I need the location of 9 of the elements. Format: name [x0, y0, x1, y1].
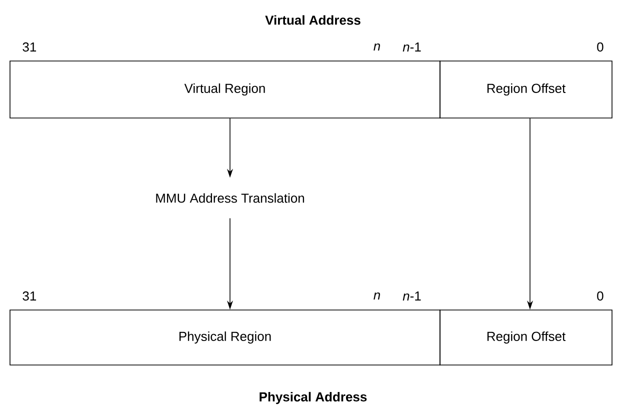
heading: Virtual Address	[265, 15, 360, 25]
heading: Physical Address	[260, 392, 367, 404]
bit-number: n-1	[402, 292, 421, 300]
region-box: Virtual Region	[10, 60, 440, 118]
offset-box: Region Offset	[440, 60, 612, 118]
offset-box: Region Offset	[440, 310, 612, 366]
bit-number: n-1	[402, 42, 421, 52]
region-box: Physical Region	[10, 310, 440, 366]
translation-text: MMU Address Translation	[156, 193, 304, 203]
